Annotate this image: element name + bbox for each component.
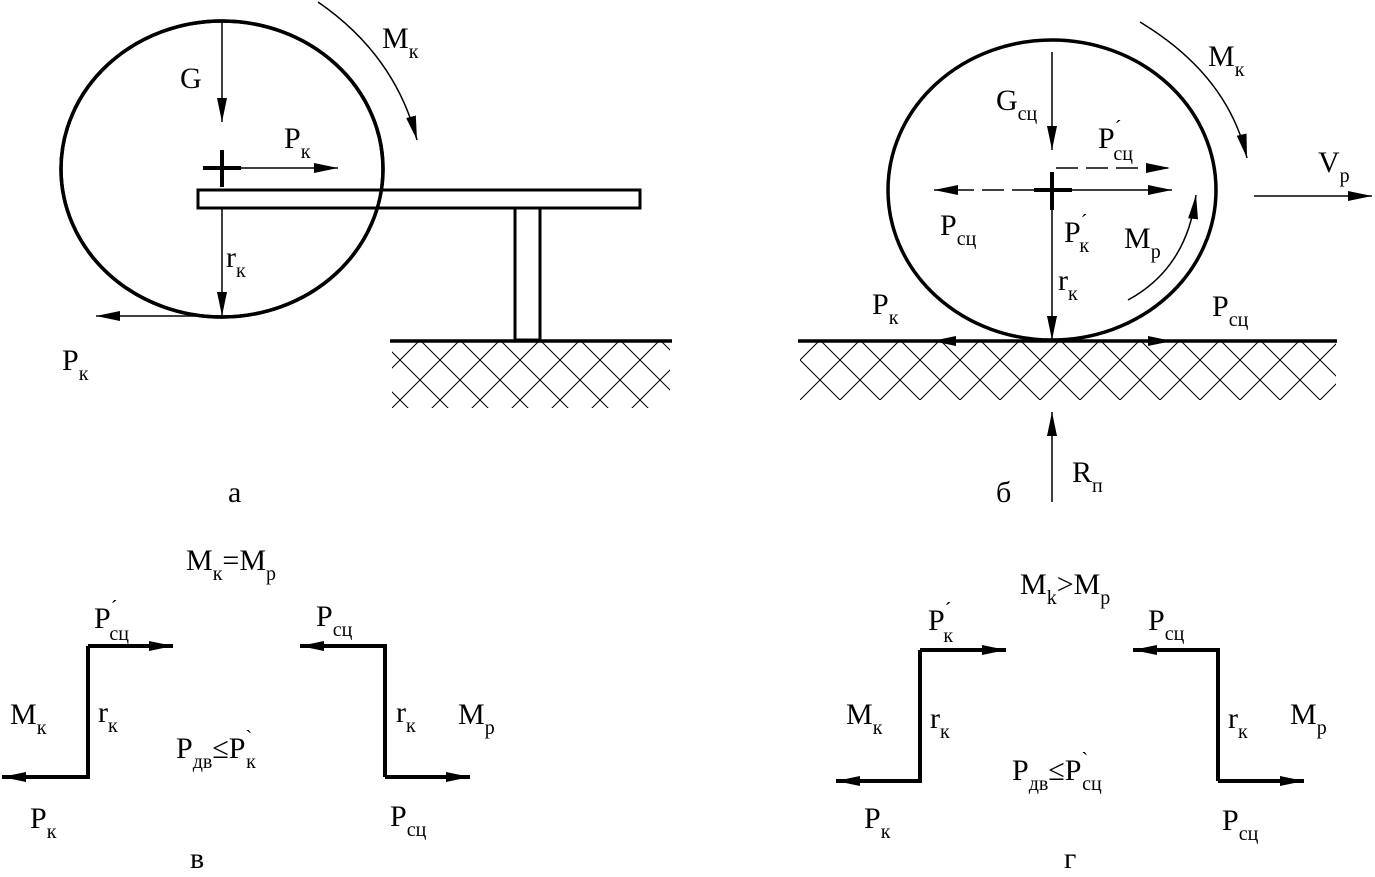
label-Rn: Rп bbox=[1072, 456, 1103, 497]
inequality-v: Pдв≤P`к bbox=[176, 727, 256, 773]
label-rk-b: rк bbox=[1058, 264, 1078, 305]
caption-b: б bbox=[996, 476, 1011, 509]
label-Pk-prime-b: P´к bbox=[1064, 211, 1089, 257]
label-Pk-bottom-g: Pк bbox=[864, 802, 891, 843]
label-Gsc: Gсц bbox=[996, 84, 1038, 125]
equation-v: Mк=Mр bbox=[186, 544, 276, 585]
right-bracket-v bbox=[300, 641, 387, 777]
Mk-curved-arrow-a bbox=[317, 1, 418, 141]
Mp-curved-arrow bbox=[1127, 194, 1199, 301]
label-Psc-prime-v: P´сц bbox=[94, 597, 129, 645]
panel-b: Gсц Mк P´сц Vр Pсц P´к Mр rк Pк Pсц Rп bbox=[798, 21, 1372, 509]
inequality-g: Pдв≤P`сц bbox=[1012, 749, 1102, 795]
label-rk-left-g: rк bbox=[930, 702, 950, 743]
axle-bar bbox=[196, 188, 642, 210]
label-Mk-v: Mк bbox=[10, 698, 47, 739]
label-Pk-prime-g: P´к bbox=[928, 599, 953, 647]
label-Pk-bottom-v: Pк bbox=[30, 802, 57, 843]
left-bracket-g bbox=[836, 650, 922, 786]
label-Pk-contact: Pк bbox=[62, 344, 89, 385]
ground-hatch-b bbox=[800, 342, 1336, 400]
Mk-curved-arrow-b bbox=[1139, 21, 1248, 159]
label-Psc-bottom-v: Pсц bbox=[390, 800, 427, 841]
label-Psc-bottom-g: Pсц bbox=[1222, 804, 1259, 845]
label-rk-left-v: rк bbox=[98, 696, 118, 737]
label-Psc-ground: Pсц bbox=[1212, 290, 1249, 331]
label-Mp-g: Mр bbox=[1290, 698, 1327, 739]
caption-g: г bbox=[1064, 842, 1076, 875]
caption-v: в bbox=[190, 842, 204, 875]
label-rk-right-g: rк bbox=[1228, 702, 1248, 743]
equation-g: Mk>Mр bbox=[1020, 568, 1110, 609]
label-rk-a: rк bbox=[226, 241, 246, 282]
label-Psc-prime-b: P´сц bbox=[1098, 117, 1133, 165]
label-Mp-b: Mр bbox=[1124, 222, 1161, 263]
label-Mk-b: Mк bbox=[1208, 40, 1245, 81]
label-Mk-a: Mк bbox=[382, 22, 419, 63]
label-Psc-top-g: Pсц bbox=[1148, 604, 1185, 645]
label-Pk-ground: Pк bbox=[872, 288, 899, 329]
panel-a: G Mк Pк rк Pк а bbox=[59, 1, 672, 509]
label-rk-right-v: rк bbox=[396, 696, 416, 737]
label-Pk-center: Pк bbox=[284, 122, 311, 163]
label-Psc-top-v: Pсц bbox=[316, 600, 353, 641]
label-Mk-g: Mк bbox=[846, 698, 883, 739]
label-Psc-left: Pсц bbox=[940, 209, 977, 250]
label-G: G bbox=[180, 62, 202, 95]
left-bracket-v bbox=[2, 646, 90, 782]
label-Mp-v: Mр bbox=[458, 698, 495, 739]
panel-v: Mк=Mр P´сц Pсц Mк rк Pдв≤P`к rк Mр Pк Pс… bbox=[2, 544, 495, 875]
caption-a: а bbox=[228, 476, 241, 509]
panel-g: Mk>Mр P´к Pсц Mк rк Pдв≤P`сц rк Mр Pк Pс… bbox=[836, 568, 1327, 875]
stand-post bbox=[513, 206, 542, 342]
right-bracket-g bbox=[1133, 645, 1220, 781]
label-Vp: Vр bbox=[1318, 146, 1350, 187]
ground-hatch-a bbox=[392, 342, 670, 408]
